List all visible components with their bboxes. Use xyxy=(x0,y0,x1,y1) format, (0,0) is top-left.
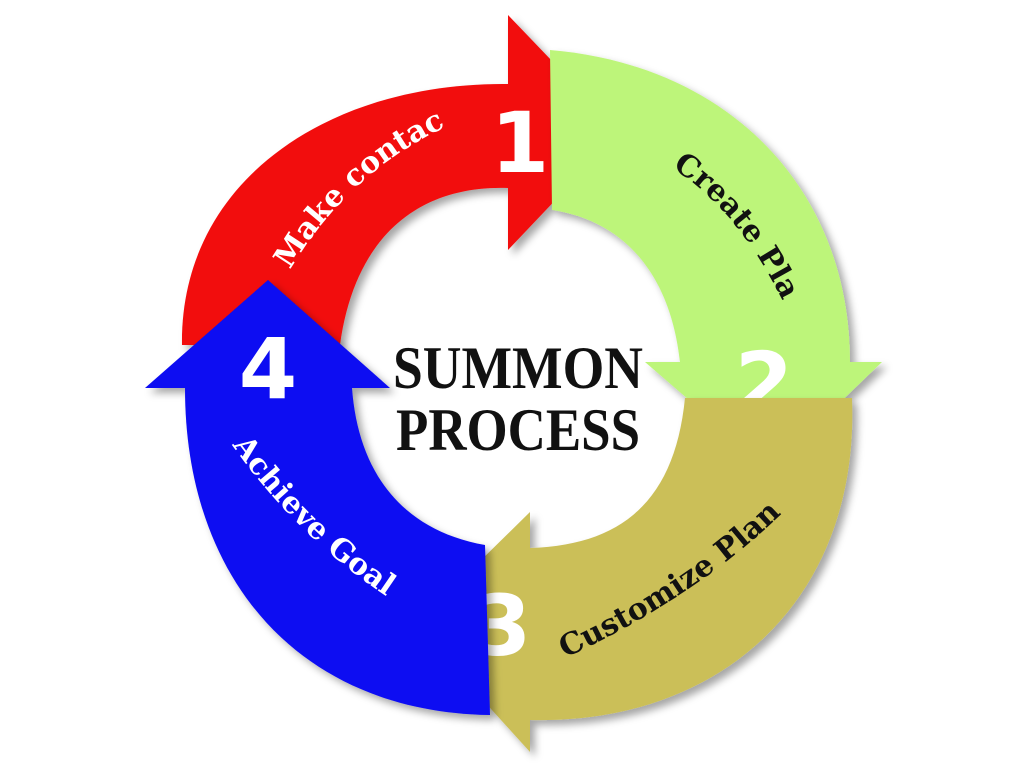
center-title: SUMMON PROCESS xyxy=(393,335,643,463)
title-line-2: PROCESS xyxy=(396,397,640,463)
step-2-arrow-shape xyxy=(550,50,882,470)
step-3-arrow-shape xyxy=(415,398,853,752)
step-4-number: 4 xyxy=(239,320,297,418)
title-line-1: SUMMON xyxy=(393,335,643,401)
step-4-arrow-shape xyxy=(145,280,490,715)
step-1-number: 1 xyxy=(491,94,549,192)
step-1-arrow-shape xyxy=(181,15,620,345)
step-1-arrow: 1 Make contact xyxy=(0,0,620,345)
